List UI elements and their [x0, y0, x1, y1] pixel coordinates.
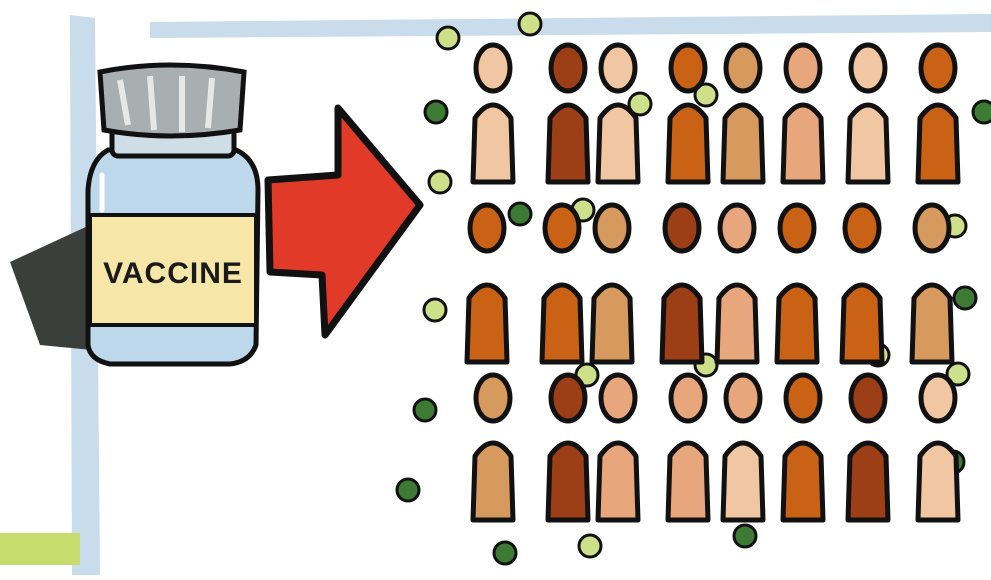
person-body: [723, 443, 763, 520]
person: [592, 205, 632, 362]
person: [467, 205, 507, 362]
person-head: [921, 375, 955, 421]
person-head: [476, 375, 510, 421]
person: [848, 375, 888, 520]
person: [783, 375, 823, 520]
vial-label-text: VACCINE: [103, 257, 243, 290]
person: [717, 205, 757, 362]
vaccine-vial: VACCINE: [88, 65, 258, 364]
person-body: [662, 285, 702, 362]
person-head: [915, 205, 949, 251]
person: [842, 205, 882, 362]
person-head: [671, 375, 705, 421]
person-body: [783, 105, 823, 182]
person-head: [545, 205, 579, 251]
person-body: [592, 285, 632, 362]
person-head: [601, 45, 635, 91]
person: [777, 205, 817, 362]
person: [473, 375, 513, 520]
person-body: [668, 443, 708, 520]
particle: [973, 101, 991, 123]
person-head: [476, 45, 510, 91]
person-head: [551, 375, 585, 421]
person-body: [467, 285, 507, 362]
person-head: [720, 205, 754, 251]
person-head: [470, 205, 504, 251]
person-head: [851, 375, 885, 421]
person: [668, 45, 708, 182]
particle: [954, 287, 976, 309]
person: [668, 375, 708, 520]
person-body: [717, 285, 757, 362]
particle: [579, 535, 601, 557]
person-body: [777, 285, 817, 362]
person-body: [918, 105, 958, 182]
person-body: [668, 105, 708, 182]
person-body: [848, 443, 888, 520]
arrow-right-icon: [268, 108, 420, 335]
person-head: [780, 205, 814, 251]
person: [918, 375, 958, 520]
particle: [509, 203, 531, 225]
person-body: [912, 285, 952, 362]
person-body: [918, 443, 958, 520]
person: [723, 375, 763, 520]
accent-bar: [0, 533, 80, 565]
crowd: [467, 45, 958, 520]
person-body: [473, 443, 513, 520]
person-body: [542, 285, 582, 362]
person-body: [548, 443, 588, 520]
person-head: [671, 45, 705, 91]
person-head: [601, 375, 635, 421]
particle: [397, 479, 419, 501]
person-head: [851, 45, 885, 91]
particle: [494, 542, 516, 564]
frame-top-bar: [150, 14, 991, 38]
person-body: [783, 443, 823, 520]
particle: [437, 27, 459, 49]
particle: [424, 299, 446, 321]
person-head: [845, 205, 879, 251]
person: [912, 205, 952, 362]
person: [918, 45, 958, 182]
person-head: [786, 45, 820, 91]
person: [848, 45, 888, 182]
person-body: [598, 443, 638, 520]
person: [548, 45, 588, 182]
person: [598, 375, 638, 520]
person-head: [595, 205, 629, 251]
vial-shadow: [10, 225, 92, 350]
person: [548, 375, 588, 520]
person-head: [786, 375, 820, 421]
person-body: [842, 285, 882, 362]
particle: [519, 13, 541, 35]
person-head: [726, 45, 760, 91]
particle: [414, 399, 436, 421]
person: [598, 45, 638, 182]
person-body: [473, 105, 513, 182]
person: [473, 45, 513, 182]
person-head: [665, 205, 699, 251]
person: [542, 205, 582, 362]
person-head: [921, 45, 955, 91]
person: [783, 45, 823, 182]
person-head: [551, 45, 585, 91]
person-body: [548, 105, 588, 182]
particle: [429, 171, 451, 193]
person: [723, 45, 763, 182]
particle: [734, 525, 756, 547]
particle: [425, 101, 447, 123]
person-body: [848, 105, 888, 182]
person: [662, 205, 702, 362]
person-head: [726, 375, 760, 421]
person-body: [598, 105, 638, 182]
person-body: [723, 105, 763, 182]
